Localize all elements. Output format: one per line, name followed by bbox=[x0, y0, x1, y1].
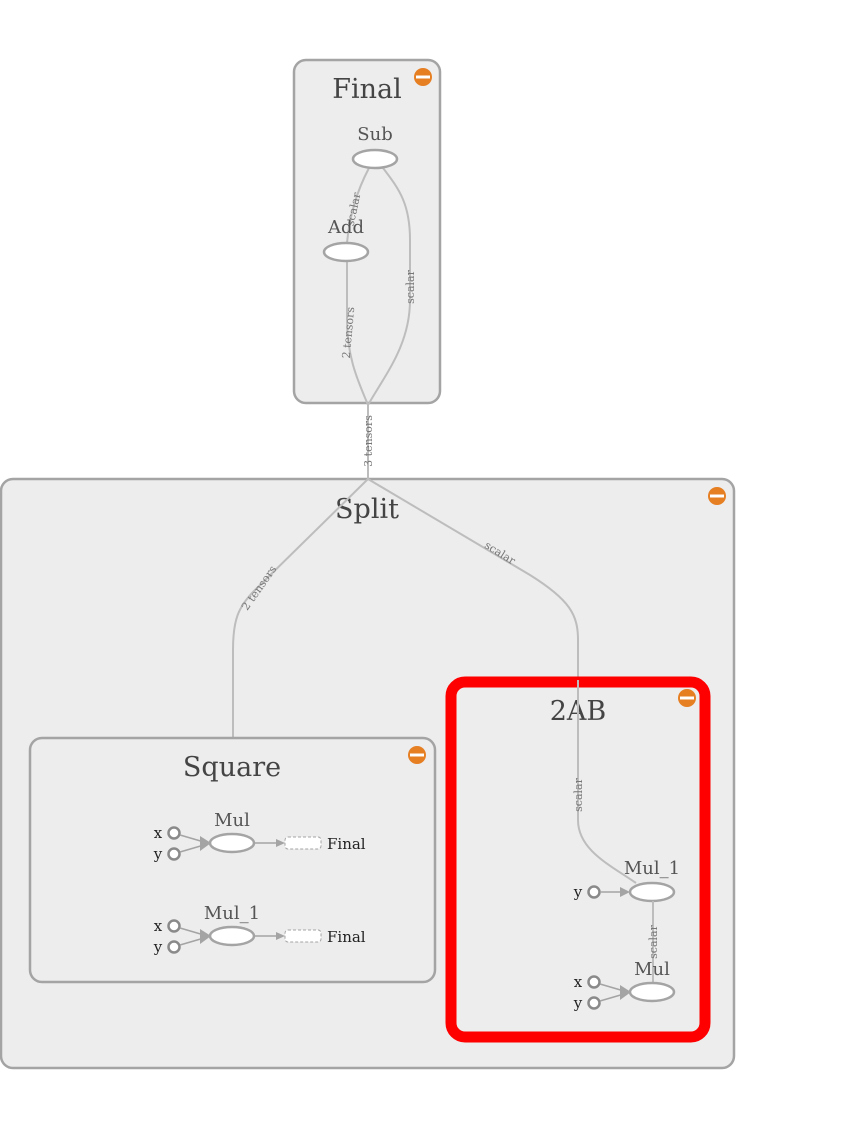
port-y[interactable] bbox=[587, 996, 601, 1010]
group-split-title: Split bbox=[335, 494, 399, 525]
edge-sub-out bbox=[367, 167, 411, 406]
group-final[interactable]: Final scalar scalar 2 tensors Sub Add bbox=[292, 58, 442, 406]
collapse-icon[interactable] bbox=[678, 689, 696, 707]
port-x-label: x bbox=[154, 917, 163, 935]
arrow-head bbox=[620, 985, 631, 1000]
edge-sub-add bbox=[346, 167, 370, 244]
group-square-title: Square bbox=[183, 752, 281, 783]
port-y-label: y bbox=[573, 994, 583, 1012]
port-y[interactable] bbox=[167, 940, 181, 954]
node-2ab-mul1[interactable] bbox=[628, 881, 676, 903]
edge-label-2ab-in: scalar bbox=[572, 777, 585, 811]
node-2ab-mul1-label: Mul_1 bbox=[624, 858, 680, 879]
port-x[interactable] bbox=[587, 975, 601, 989]
ref-final-label: Final bbox=[327, 928, 366, 946]
port-x[interactable] bbox=[167, 919, 181, 933]
node-sub[interactable] bbox=[351, 148, 399, 170]
arrow-head bbox=[620, 887, 630, 897]
group-square-box[interactable] bbox=[28, 736, 437, 984]
node-add-label: Add bbox=[327, 217, 364, 238]
group-2ab[interactable]: 2AB scalar Mul_1 y scalar Mul x y bbox=[445, 676, 711, 1043]
collapse-icon[interactable] bbox=[708, 487, 726, 505]
collapse-icon[interactable] bbox=[414, 68, 432, 86]
port-y-label: y bbox=[153, 845, 163, 863]
edge-label-sub-out: scalar bbox=[404, 269, 417, 303]
group-square[interactable]: Square Mul x y Final Mul_1 x y Final bbox=[28, 736, 437, 984]
port-x-label: x bbox=[574, 973, 583, 991]
arrow-head bbox=[276, 932, 285, 940]
node-2ab-mul-label: Mul bbox=[634, 959, 670, 980]
port-y-label: y bbox=[573, 883, 583, 901]
node-square-mul-label: Mul bbox=[214, 810, 250, 831]
node-2ab-mul[interactable] bbox=[628, 981, 676, 1003]
collapse-icon[interactable] bbox=[408, 746, 426, 764]
node-square-mul1-label: Mul_1 bbox=[204, 903, 260, 924]
ref-final-box[interactable] bbox=[284, 929, 322, 943]
edge-label-mul-mul1: scalar bbox=[647, 924, 660, 958]
ref-final-box[interactable] bbox=[284, 836, 322, 850]
ref-final-label: Final bbox=[327, 835, 366, 853]
edge-add-out bbox=[346, 260, 369, 406]
edge-label-add-out: 2 tensors bbox=[340, 306, 357, 359]
port-x-label: x bbox=[154, 824, 163, 842]
edge-label-split-final: 3 tensors bbox=[362, 415, 375, 467]
edge-split-2ab bbox=[367, 478, 579, 680]
node-sub-label: Sub bbox=[357, 124, 392, 145]
arrow-head bbox=[200, 929, 211, 944]
edge-2ab-in bbox=[577, 680, 637, 884]
group-final-title: Final bbox=[332, 74, 402, 105]
edge-split-square bbox=[232, 478, 369, 738]
node-square-mul1[interactable] bbox=[208, 925, 256, 947]
port-y-label: y bbox=[153, 938, 163, 956]
port-x[interactable] bbox=[167, 826, 181, 840]
node-add[interactable] bbox=[322, 241, 370, 263]
arrow-head bbox=[200, 836, 211, 851]
port-y[interactable] bbox=[587, 885, 601, 899]
port-y[interactable] bbox=[167, 847, 181, 861]
node-square-mul[interactable] bbox=[208, 832, 256, 854]
group-final-box[interactable] bbox=[292, 58, 442, 405]
arrow-head bbox=[276, 839, 285, 847]
